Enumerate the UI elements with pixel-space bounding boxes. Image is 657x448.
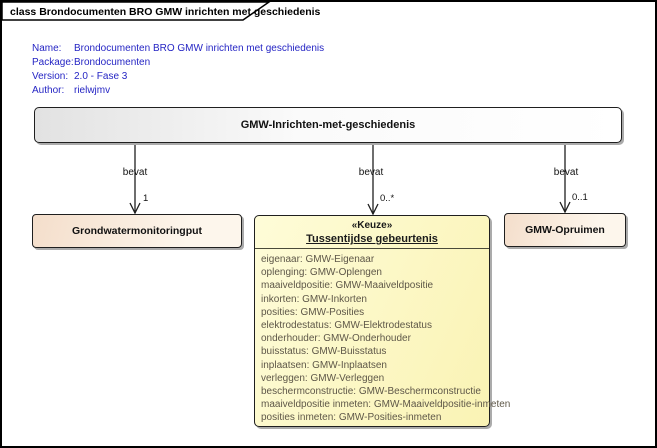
- connector-label-bevat-middle[interactable]: bevat: [358, 167, 384, 178]
- connector-multiplicity-left[interactable]: 1: [143, 193, 149, 204]
- connector-label-bevat-left[interactable]: bevat: [122, 167, 148, 178]
- attribute-compartment: eigenaar: GMW-Eigenaar oplenging: GMW-Op…: [255, 249, 511, 425]
- note-value: rielwjmv: [74, 85, 111, 96]
- class-gmw-opruimen[interactable]: GMW-Opruimen: [504, 213, 626, 247]
- note-label: Name:: [32, 43, 62, 54]
- note-value: Brondocumenten: [74, 57, 151, 68]
- attribute-row[interactable]: posities: GMW-Posities: [261, 306, 365, 318]
- class-name: Grondwatermonitoringput: [71, 225, 203, 237]
- attribute-row[interactable]: beschermconstructie: GMW-Beschermconstru…: [261, 386, 481, 398]
- note-label: Package:: [32, 57, 74, 68]
- attribute-row[interactable]: oplenging: GMW-Oplengen: [261, 267, 382, 279]
- connector-multiplicity-right[interactable]: 0..1: [572, 192, 588, 203]
- note-row-version: Version: 2.0 - Fase 3: [32, 70, 324, 84]
- class-name: GMW-Opruimen: [525, 224, 605, 236]
- class-tussentijdse-gebeurtenis[interactable]: «Keuze» Tussentijdse gebeurtenis eigenaa…: [254, 215, 511, 427]
- attribute-row[interactable]: onderhouder: GMW-Onderhouder: [261, 333, 411, 345]
- connector-bevat-right[interactable]: [559, 141, 571, 214]
- attribute-row[interactable]: eigenaar: GMW-Eigenaar: [261, 254, 375, 265]
- stereotype-label: «Keuze»: [351, 220, 393, 231]
- note-value: Brondocumenten BRO GMW inrichten met ges…: [74, 43, 325, 54]
- note-value: 2.0 - Fase 3: [74, 71, 128, 82]
- attribute-row[interactable]: inkorten: GMW-Inkorten: [261, 293, 367, 305]
- attribute-row[interactable]: verleggen: GMW-Verleggen: [261, 372, 385, 384]
- attribute-row[interactable]: posities inmeten: GMW-Posities-inmeten: [261, 412, 442, 424]
- connector-bevat-middle[interactable]: [367, 141, 379, 216]
- attribute-row[interactable]: maaiveldpositie inmeten: GMW-Maaiveldpos…: [261, 399, 511, 411]
- attribute-row[interactable]: maaiveldpositie: GMW-Maaiveldpositie: [261, 280, 434, 292]
- note-label: Version:: [32, 71, 69, 82]
- attribute-row[interactable]: buisstatus: GMW-Buisstatus: [261, 346, 387, 358]
- class-grondwatermonitoringput[interactable]: Grondwatermonitoringput: [32, 214, 242, 248]
- attribute-row[interactable]: elektrodestatus: GMW-Elektrodestatus: [261, 320, 432, 332]
- class-gmw-inrichten-met-geschiedenis[interactable]: GMW-Inrichten-met-geschiedenis: [34, 107, 622, 143]
- class-name: GMW-Inrichten-met-geschiedenis: [240, 119, 416, 131]
- diagram-notes: Name: Brondocumenten BRO GMW inrichten me…: [32, 42, 324, 98]
- connector-bevat-left[interactable]: [129, 141, 141, 215]
- note-row-package: Package:Brondocumenten: [32, 56, 324, 70]
- attribute-row[interactable]: inplaatsen: GMW-Inplaatsen: [261, 359, 387, 371]
- note-row-author: Author: rielwjmv: [32, 84, 324, 98]
- class-name: Tussentijdse gebeurtenis: [306, 233, 438, 245]
- diagram-frame-title: class Brondocumenten BRO GMW inrichten m…: [10, 6, 321, 18]
- class-header: «Keuze» Tussentijdse gebeurtenis: [255, 216, 489, 249]
- note-label: Author:: [32, 85, 65, 96]
- connector-label-bevat-right[interactable]: bevat: [553, 167, 579, 178]
- note-row-name: Name: Brondocumenten BRO GMW inrichten me…: [32, 42, 324, 56]
- connector-multiplicity-middle[interactable]: 0..*: [380, 193, 395, 204]
